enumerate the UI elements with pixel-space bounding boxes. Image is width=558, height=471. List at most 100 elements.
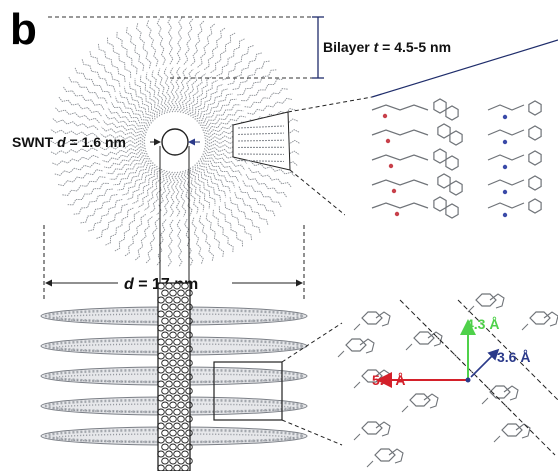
ring-molecule bbox=[177, 67, 188, 113]
nanotube-hexagon bbox=[177, 359, 185, 367]
nanotube-hexagon bbox=[161, 429, 169, 437]
ring-molecule bbox=[250, 160, 296, 178]
nanotube-hexagon bbox=[169, 401, 177, 409]
ring-molecule bbox=[169, 171, 176, 218]
nanotube-hexagon bbox=[173, 324, 181, 332]
inset-ring-right bbox=[528, 150, 542, 166]
ring-molecule bbox=[197, 23, 216, 68]
ring-molecule bbox=[191, 217, 204, 265]
ring-molecule bbox=[157, 68, 170, 114]
inset-nitrogen-atom bbox=[502, 164, 508, 170]
swnt-cross-section bbox=[161, 128, 189, 156]
ring-molecule bbox=[227, 52, 263, 85]
nanotube-hexagon bbox=[157, 282, 165, 290]
nanotube-hexagon bbox=[177, 331, 185, 339]
ring-molecule bbox=[174, 171, 181, 218]
ring-molecule bbox=[107, 107, 148, 131]
nanotube-hexagon bbox=[185, 373, 193, 381]
ring-molecule bbox=[177, 171, 187, 217]
nanotube-hexagon bbox=[157, 422, 165, 430]
nanotube-hexagon bbox=[157, 464, 165, 471]
nanotube-hexagon bbox=[173, 352, 181, 360]
ring-molecule bbox=[203, 148, 248, 164]
stack-molecule-ring bbox=[489, 385, 511, 399]
nanotube-hexagon bbox=[185, 401, 193, 409]
ring-molecule bbox=[66, 182, 109, 206]
ring-molecule bbox=[123, 86, 154, 122]
ring-molecule bbox=[222, 44, 255, 81]
ring-molecule bbox=[62, 86, 105, 110]
nanotube-hexagon bbox=[181, 324, 189, 332]
ring-molecule bbox=[51, 154, 99, 166]
nanotube-hexagon bbox=[181, 296, 189, 304]
zoom-line-top-1 bbox=[287, 96, 373, 113]
nanotube-hexagon bbox=[173, 422, 181, 430]
ring-molecule bbox=[104, 113, 147, 134]
nanotube-hexagon bbox=[165, 366, 173, 374]
nanotube-hexagon bbox=[161, 345, 169, 353]
stack-molecule-ring bbox=[409, 393, 431, 407]
ring-molecule bbox=[109, 158, 151, 180]
nanotube-hexagon bbox=[157, 436, 165, 444]
stack-molecule-bond bbox=[366, 460, 374, 468]
inset-chain-left bbox=[371, 154, 429, 161]
nanotube-hexagon bbox=[173, 464, 181, 471]
ring-molecule bbox=[100, 133, 146, 142]
zoom-line-bottom-2 bbox=[281, 419, 343, 446]
ring-molecule bbox=[198, 160, 231, 193]
inset-ring-left bbox=[437, 173, 451, 189]
ring-molecule bbox=[97, 43, 126, 83]
ring-molecule bbox=[183, 18, 194, 65]
ring-molecule bbox=[107, 36, 132, 78]
ring-molecule bbox=[186, 168, 205, 212]
nanotube-hexagon bbox=[177, 289, 185, 297]
nanotube-hexagon bbox=[181, 394, 189, 402]
ring-molecule bbox=[89, 50, 121, 87]
nanotube-hexagon bbox=[177, 401, 185, 409]
ring-molecule bbox=[117, 162, 154, 191]
nanotube-hexagon bbox=[181, 310, 189, 318]
ring-molecule bbox=[162, 171, 173, 217]
nanotube-hexagon bbox=[165, 296, 173, 304]
inset-ring-left bbox=[449, 180, 463, 196]
nanotube-hexagon bbox=[157, 394, 165, 402]
nanotube-hexagon bbox=[157, 310, 165, 318]
ring-molecule bbox=[54, 106, 100, 124]
nanotube-hexagon bbox=[173, 310, 181, 318]
ring-molecule bbox=[187, 76, 213, 116]
nanotube-hexagon bbox=[165, 310, 173, 318]
nanotube-hexagon bbox=[177, 303, 185, 311]
inset-ring-left bbox=[437, 123, 451, 139]
nanotube-hexagon bbox=[161, 401, 169, 409]
ring-molecule bbox=[116, 31, 138, 75]
ring-molecule bbox=[205, 213, 224, 258]
nanotube-hexagon bbox=[165, 464, 173, 471]
ring-molecule bbox=[102, 149, 147, 163]
inset-chain-right bbox=[487, 104, 525, 111]
ring-molecule bbox=[198, 215, 214, 262]
nanotube-hexagon bbox=[181, 464, 189, 471]
ring-molecule bbox=[143, 169, 165, 211]
nanotube-hexagon bbox=[161, 415, 169, 423]
ring-molecule bbox=[113, 160, 152, 186]
ring-molecule bbox=[182, 70, 200, 114]
ring-molecule bbox=[185, 73, 207, 115]
nanotube-hexagon bbox=[157, 352, 165, 360]
zoom-line-bottom-1 bbox=[281, 322, 343, 363]
stack-molecule-ring bbox=[361, 311, 383, 325]
ring-molecule bbox=[176, 219, 183, 268]
ring-molecule bbox=[104, 207, 134, 246]
nanotube-hexagon bbox=[161, 387, 169, 395]
stack-molecule-bond bbox=[353, 381, 361, 389]
ring-molecule bbox=[192, 166, 216, 206]
inset-chain-right bbox=[487, 179, 525, 186]
nanotube-hexagon bbox=[169, 387, 177, 395]
stack-molecule-bond bbox=[401, 405, 409, 413]
ring-molecule bbox=[151, 70, 167, 115]
nanotube-hexagon bbox=[157, 366, 165, 374]
nanotube-hexagon bbox=[185, 415, 193, 423]
ring-molecule bbox=[126, 26, 145, 71]
nanotube-hexagon bbox=[177, 373, 185, 381]
inset-chain-right bbox=[487, 154, 525, 161]
